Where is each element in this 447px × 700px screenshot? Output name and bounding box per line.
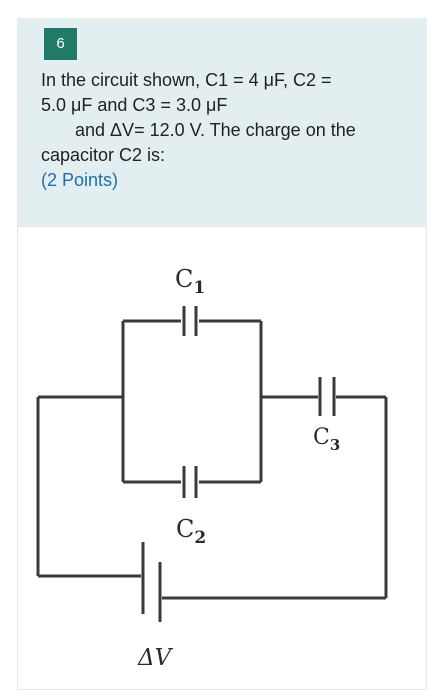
- c3-label: C3: [313, 425, 340, 454]
- c1-label: C1: [175, 265, 205, 298]
- question-line-1: In the circuit shown, C1 = 4 μF, C2 =: [41, 70, 332, 90]
- c2-label: C2: [176, 515, 206, 548]
- question-line-3: and ΔV= 12.0 V. The charge on the: [75, 120, 356, 140]
- question-number-badge: 6: [44, 28, 77, 60]
- question-points: (2 Points): [41, 170, 119, 190]
- delta-v-label: ΔV: [137, 645, 174, 671]
- circuit-figure-frame: [17, 226, 427, 690]
- question-text: In the circuit shown, C1 = 4 μF, C2 = 5.…: [41, 68, 411, 193]
- question-header-panel: [17, 18, 427, 226]
- question-line-4: capacitor C2 is:: [41, 145, 166, 165]
- question-line-2: 5.0 μF and C3 = 3.0 μF: [41, 95, 228, 115]
